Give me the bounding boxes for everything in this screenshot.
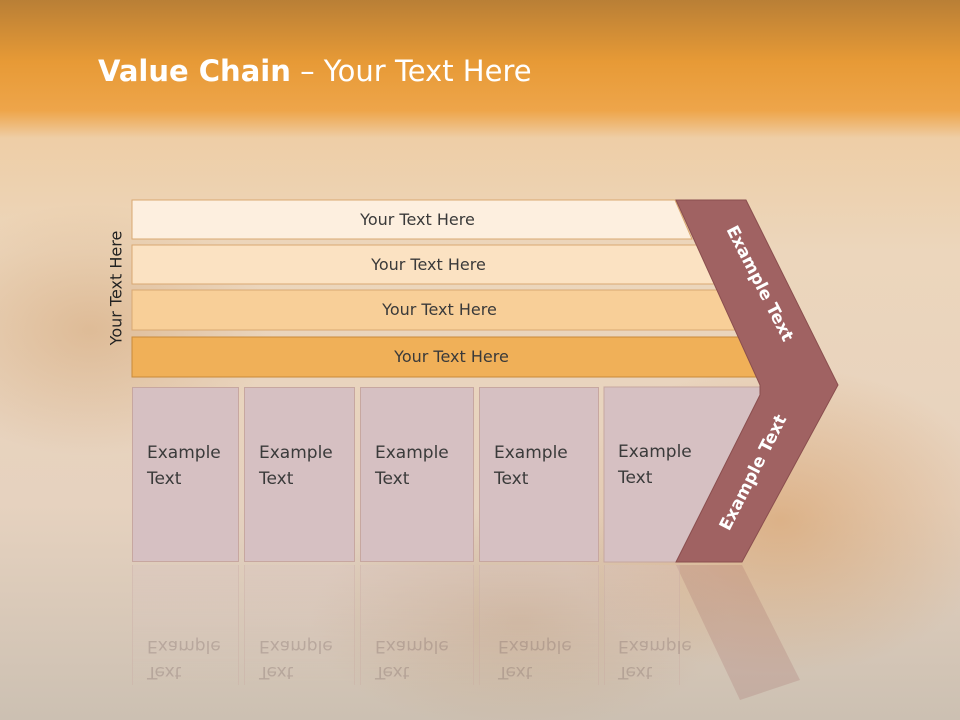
title-bar — [0, 0, 960, 138]
column-2-line2: Text — [259, 469, 294, 489]
column-2-reflection — [244, 565, 355, 685]
column-2: Example Text — [244, 387, 355, 562]
column-4: Example Text — [479, 387, 599, 562]
column-5-line1: Example — [618, 442, 692, 462]
chevron-arrow — [675, 199, 839, 563]
column-1-line1: Example — [147, 443, 221, 463]
column-3: Example Text — [360, 387, 474, 562]
title-rest: – Your Text Here — [290, 54, 532, 88]
chevron-reflection — [676, 565, 800, 700]
slide-title: Value Chain – Your Text Here — [98, 54, 532, 88]
column-5-line2: Text — [618, 468, 653, 488]
band-1: Your Text Here — [132, 200, 675, 239]
column-5: Example Text — [604, 387, 704, 562]
column-3-line2: Text — [375, 469, 410, 489]
column-4-line1: Example — [494, 443, 568, 463]
column-5-reflection — [604, 565, 680, 685]
band-4: Your Text Here — [132, 337, 743, 376]
band-shape-1 — [131, 199, 693, 240]
column-4-reflection — [479, 565, 599, 685]
band-3: Your Text Here — [132, 290, 719, 329]
column-3-reflection — [360, 565, 474, 685]
column-1-reflection — [132, 565, 239, 685]
column-1: Example Text — [132, 387, 239, 562]
title-bold: Value Chain — [98, 54, 291, 88]
band-2: Your Text Here — [132, 245, 697, 284]
column-4-line2: Text — [494, 469, 529, 489]
band-2-label: Your Text Here — [371, 255, 486, 274]
column-1-line2: Text — [147, 469, 182, 489]
column-3-line1: Example — [375, 443, 449, 463]
band-4-label: Your Text Here — [394, 347, 509, 366]
band-3-label: Your Text Here — [382, 300, 497, 319]
column-2-line1: Example — [259, 443, 333, 463]
band-1-label: Your Text Here — [360, 210, 475, 229]
